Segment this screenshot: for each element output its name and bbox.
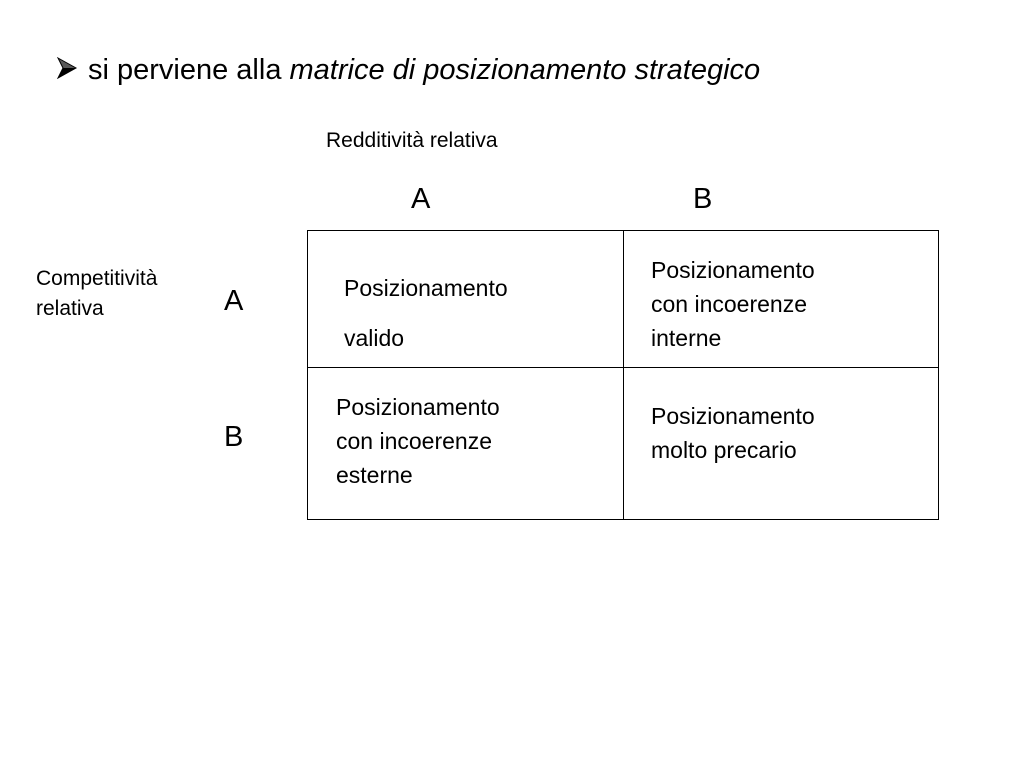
row-letter-b: B <box>224 421 244 453</box>
matrix-cell-top-left: Posizionamento valido <box>344 263 604 363</box>
cell-text-line: Posizionamento <box>336 394 500 420</box>
row-axis-label-line: relativa <box>36 297 104 320</box>
row-axis-label: Competitività relativa <box>36 264 226 324</box>
matrix-cell-bottom-left: Posizionamento con incoerenze esterne <box>336 390 596 492</box>
cell-text-line: Posizionamento <box>344 275 508 301</box>
column-letter-a: A <box>411 183 431 215</box>
matrix-cell-bottom-right: Posizionamento molto precario <box>651 399 911 467</box>
cell-text-line: con incoerenze <box>336 428 492 454</box>
matrix-cell-top-right: Posizionamento con incoerenze interne <box>651 253 911 355</box>
cell-text-line: con incoerenze <box>651 291 807 317</box>
cell-text-line: Posizionamento <box>651 403 815 429</box>
matrix-horizontal-divider <box>308 367 938 368</box>
cell-text-line: Posizionamento <box>651 257 815 283</box>
row-axis-label-line: Competitività <box>36 267 158 290</box>
positioning-matrix: Posizionamento valido Posizionamento con… <box>307 230 939 520</box>
cell-text-line: valido <box>344 325 405 351</box>
cell-text-line: esterne <box>336 462 413 488</box>
column-letter-b: B <box>693 183 713 215</box>
heading-bullet-line: si perviene alla matrice di posizionamen… <box>56 52 760 88</box>
arrowhead-bullet-icon <box>56 57 78 79</box>
heading-text: si perviene alla <box>88 54 290 86</box>
cell-text-line: molto precario <box>651 437 797 463</box>
matrix-vertical-divider <box>623 231 624 519</box>
row-letter-a: A <box>224 285 244 317</box>
column-axis-label: Redditività relativa <box>326 129 498 152</box>
heading-emphasis: matrice di posizionamento strategico <box>289 54 761 86</box>
cell-text-line: interne <box>651 325 722 351</box>
